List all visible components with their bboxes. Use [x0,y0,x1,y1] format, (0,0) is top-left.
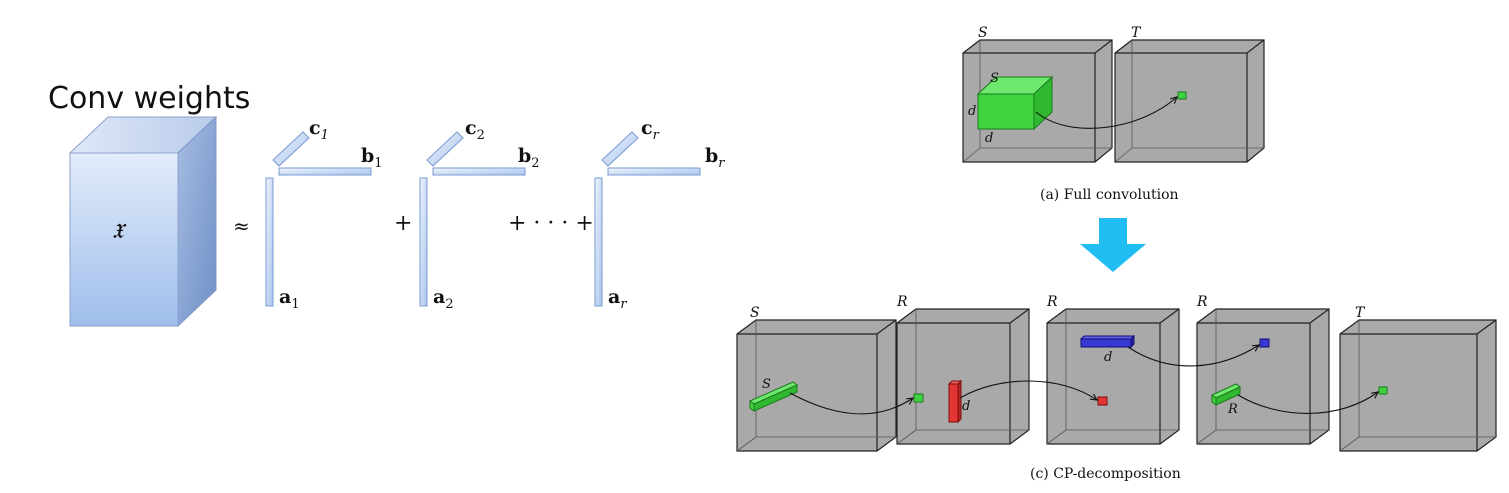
tensor-symbol: 𝔵 [112,211,127,246]
cp-box-4 [1196,308,1330,445]
label-b2: b2 [518,145,540,171]
cp-box-label-2: R [896,294,908,310]
rank-one-component-1 [265,131,372,307]
cp-arrow-1 [789,392,913,415]
cp-cell-blue [1259,338,1270,348]
vector-a1 [265,177,274,307]
full-conv-caption: (a) Full convolution [1040,187,1179,203]
label-b1: b1 [361,145,383,171]
cp-box-2 [896,308,1030,445]
label-a2: a2 [433,286,454,312]
label-c1: c1 [309,117,329,143]
cp-box-5 [1339,319,1497,452]
label-a1: a1 [279,286,300,312]
cp-cell-red [1097,396,1108,406]
cp-kernel-label-r: R [1227,402,1238,417]
rank-one-component-2 [419,131,526,307]
rank-one-component-r [594,131,701,307]
full-conv-box-t [1114,39,1265,163]
label-cr: cr [641,117,660,143]
tensor-cube [68,115,218,328]
cp-arrow-2 [959,380,1097,400]
plus-symbol: + [394,211,412,236]
vector-b1 [278,167,372,176]
full-kernel-label-d1: d [968,104,976,119]
label-ar: ar [608,286,627,312]
full-conv-label-s: S [978,25,988,41]
approx-symbol: ≈ [233,214,250,238]
cp-arrow-3 [1127,345,1259,367]
vector-ar [594,177,603,307]
full-output-cell [1177,91,1187,100]
cp-box-label-4: R [1196,294,1208,310]
vector-br [607,167,701,176]
cp-arrow-4 [1237,392,1378,414]
cp-kernel-red-d [947,379,963,424]
cp-kernel-blue-d [1079,334,1136,349]
label-br: br [705,145,725,171]
cp-kernel-green-s [749,381,798,412]
down-arrow-icon [1080,218,1146,272]
vector-a2 [419,177,428,307]
cp-kernel-label-d-blue: d [1104,350,1112,365]
cp-cell-green-2 [1378,386,1388,395]
vector-b2 [432,167,526,176]
cp-box-3 [1046,308,1180,445]
full-kernel-green [976,75,1054,131]
conv-weights-title: Conv weights [48,81,250,116]
vector-c1 [272,131,310,167]
label-c2: c2 [465,117,485,143]
cp-kernel-green-r [1211,383,1241,406]
cp-cell-green-1 [913,393,924,403]
vector-c2 [426,131,464,167]
cp-kernel-label-s: S [762,377,771,392]
full-conv-arrow [1035,97,1177,129]
vector-cr [601,131,639,167]
cp-box-1 [736,319,897,452]
full-conv-label-t: T [1131,25,1142,41]
cp-box-label-1: S [750,305,760,321]
full-kernel-label-s: S [990,71,999,86]
cp-box-label-5: T [1355,305,1366,321]
cp-kernel-label-d-red: d [962,399,970,414]
ellipsis-plus: + · · · + [508,211,594,236]
full-kernel-label-d2: d [985,131,993,146]
cp-box-label-3: R [1046,294,1058,310]
cp-caption: (c) CP-decomposition [1030,466,1181,482]
